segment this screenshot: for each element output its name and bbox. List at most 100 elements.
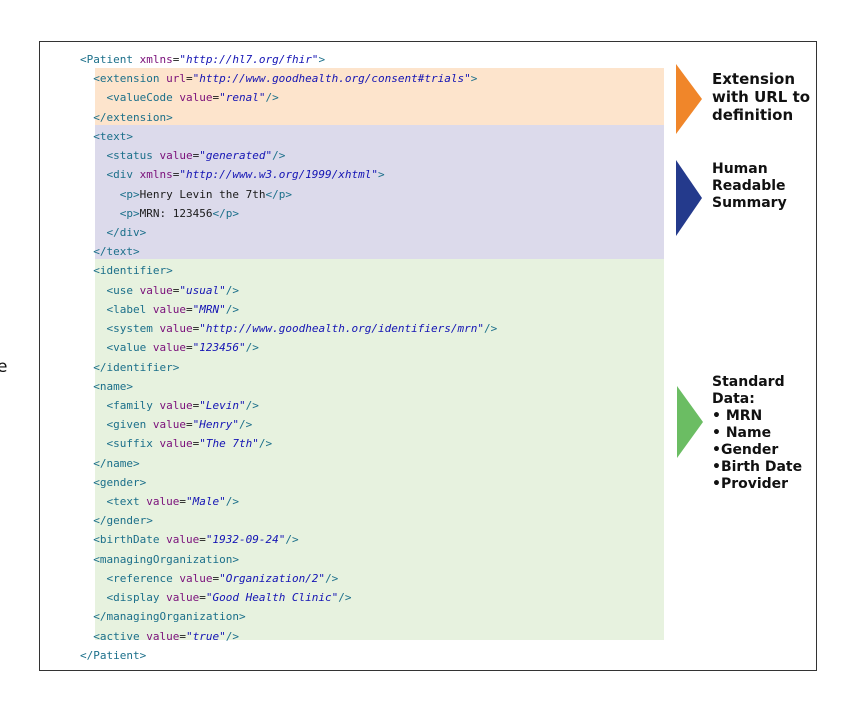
list-item: • MRN [712,408,763,424]
code-line: </Patient> [80,646,497,665]
xml-tag: <system [80,322,160,336]
xml-tag: <Patient [80,53,140,66]
xml-value: "http://www.goodhealth.org/consent#trial… [192,72,471,86]
xml-attribute: value [159,437,193,451]
xml-tag: > [470,72,478,86]
code-line: </name> [80,454,497,473]
code-line: <birthDate value="1932-09-24"/> [80,530,497,549]
xml-tag: <p> [80,187,140,201]
list-item: • Name [712,425,772,441]
xml-tag: /> [225,283,239,297]
code-line: <div xmlns="http://www.w3.org/1999/xhtml… [80,165,497,184]
xml-text: MRN: 123456 [139,206,213,220]
xml-value: "Henry" [192,418,239,432]
xml-tag: <active [80,629,147,643]
xml-tag: <valueCode [80,91,180,105]
xml-tag: > [318,53,326,66]
xml-value: "MRN" [192,302,226,316]
xml-attribute: value [159,322,193,336]
code-line: <display value="Good Health Clinic"/> [80,588,497,607]
extension-band [95,68,664,125]
standard-data-annotation: Standard Data: • MRN • Name •Gender •Bir… [712,374,802,493]
annotation-line: definition [712,106,794,124]
xml-attribute: url [166,72,186,86]
xml-tag: <label [80,302,153,316]
xml-tag: </managingOrganization> [80,610,246,624]
clipped-text-fragment: e [0,357,8,377]
list-item: •Provider [712,476,789,492]
xml-equals: = [179,495,186,509]
xml-tag: <text [80,495,147,509]
xml-tag: <p> [80,206,140,220]
code-line: <gender> [80,473,497,492]
code-line: <valueCode value="renal"/> [80,88,497,107]
code-line: <use value="usual"/> [80,281,497,300]
list-item: •Gender [712,442,779,458]
xml-tag: <extension [80,72,167,86]
xml-value: "1932-09-24" [205,533,286,547]
code-line: <reference value="Organization/2"/> [80,569,497,588]
xml-value: "usual" [179,283,226,297]
code-line: <name> [80,377,497,396]
xml-tag: > [378,168,385,182]
xml-tag: /> [258,437,273,451]
xml-tag: /> [245,341,259,355]
xml-tag: <display [80,591,167,605]
xml-tag: </p> [265,187,292,201]
xml-tag: <use [80,283,140,297]
xml-attribute: xmlns [139,53,173,66]
xml-attribute: value [139,283,173,297]
code-line: </div> [80,223,497,242]
xml-value: "Male" [185,495,226,509]
xml-value: "true" [185,629,226,643]
xml-value: "123456" [192,341,246,355]
code-line: <family value="Levin"/> [80,396,497,415]
xml-tag: </text> [80,245,140,259]
xml-tag: <identifier> [80,264,173,278]
xml-value: "http://www.goodhealth.org/identifiers/m… [199,322,485,336]
xml-tag: /> [238,418,253,432]
xml-equals: = [199,533,206,547]
xml-equals: = [212,571,220,585]
xml-value: "generated" [199,149,273,163]
human-readable-annotation: Human Readable Summary [712,161,787,212]
xml-value: "renal" [219,91,266,105]
xml-equals: = [179,629,186,643]
xml-equals: = [185,72,193,86]
xml-tag: /> [325,571,339,585]
code-line: </managingOrganization> [80,607,497,626]
xml-tag: <reference [80,571,180,585]
code-line: <system value="http://www.goodhealth.org… [80,319,497,338]
code-line: <suffix value="The 7th"/> [80,434,497,453]
xml-tag: /> [338,591,352,605]
xml-tag: </name> [80,456,140,470]
xml-tag: </gender> [80,514,153,528]
code-line: </extension> [80,108,497,127]
xml-tag: <given [80,418,153,432]
xml-equals: = [185,302,193,316]
xml-attribute: value [166,591,200,605]
list-item: •Birth Date [712,459,803,475]
xml-tag: <status [80,149,160,163]
xml-attribute: value [179,91,213,105]
xml-tag: /> [484,322,498,336]
text-band [95,125,664,259]
xml-tag: /> [225,629,239,643]
xml-attribute: xmlns [139,168,173,182]
xml-equals: = [192,322,200,336]
code-line: <identifier> [80,261,497,280]
standard-arrow-icon [677,386,703,458]
xml-tag: /> [265,91,279,105]
xml-value: "http://www.w3.org/1999/xhtml" [179,168,379,182]
xml-attribute: value [152,341,186,355]
code-line: <p>Henry Levin the 7th</p> [80,185,497,204]
code-line: </gender> [80,511,497,530]
annotation-line: Standard [712,374,785,390]
annotation-line: Readable [712,178,786,194]
xml-value: "Levin" [199,398,246,412]
xml-tag: /> [245,398,259,412]
annotation-line: Summary [712,195,787,211]
xml-code-listing: <Patient xmlns="http://hl7.org/fhir"> <e… [80,50,497,665]
xml-equals: = [185,341,193,355]
xml-attribute: value [159,398,193,412]
